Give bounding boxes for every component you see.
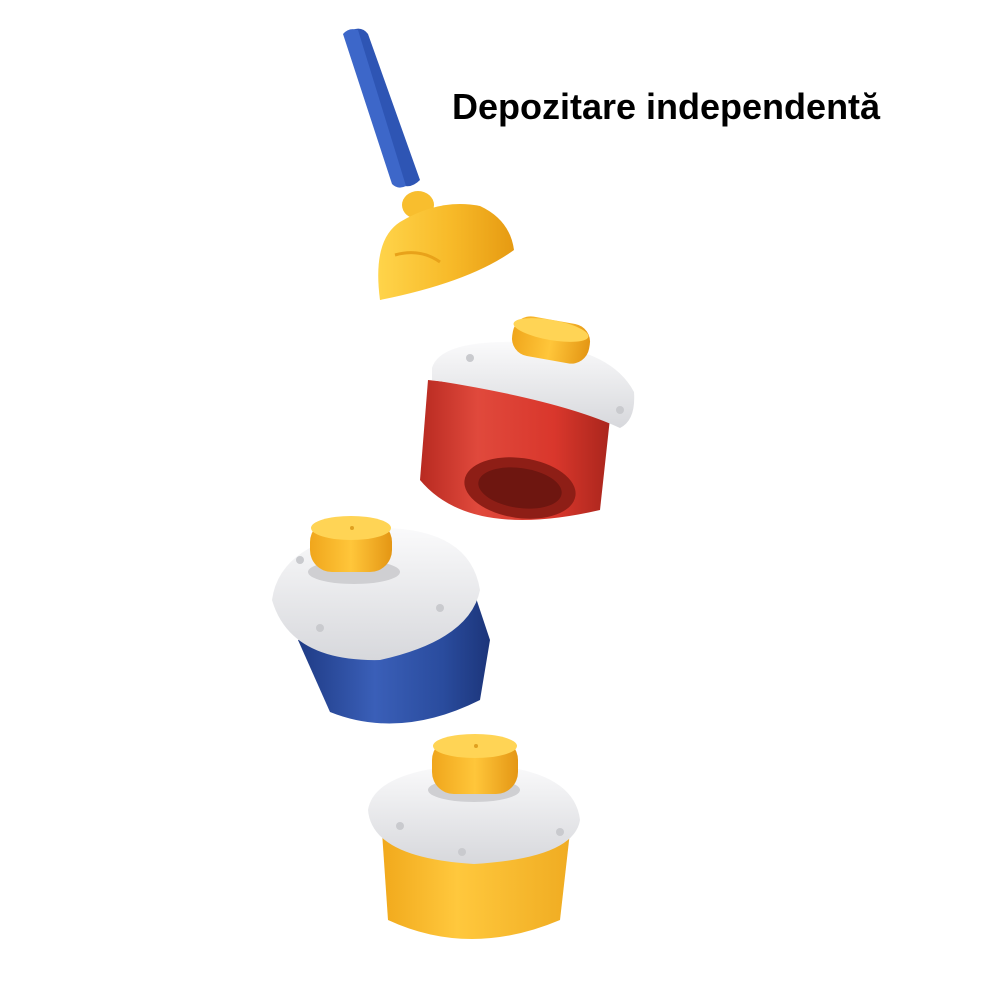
blue-container [272, 516, 490, 724]
yellow-container [368, 734, 580, 939]
top-cap [343, 28, 514, 300]
caption-text: Depozitare independentă [452, 86, 881, 127]
red-container [420, 316, 635, 520]
